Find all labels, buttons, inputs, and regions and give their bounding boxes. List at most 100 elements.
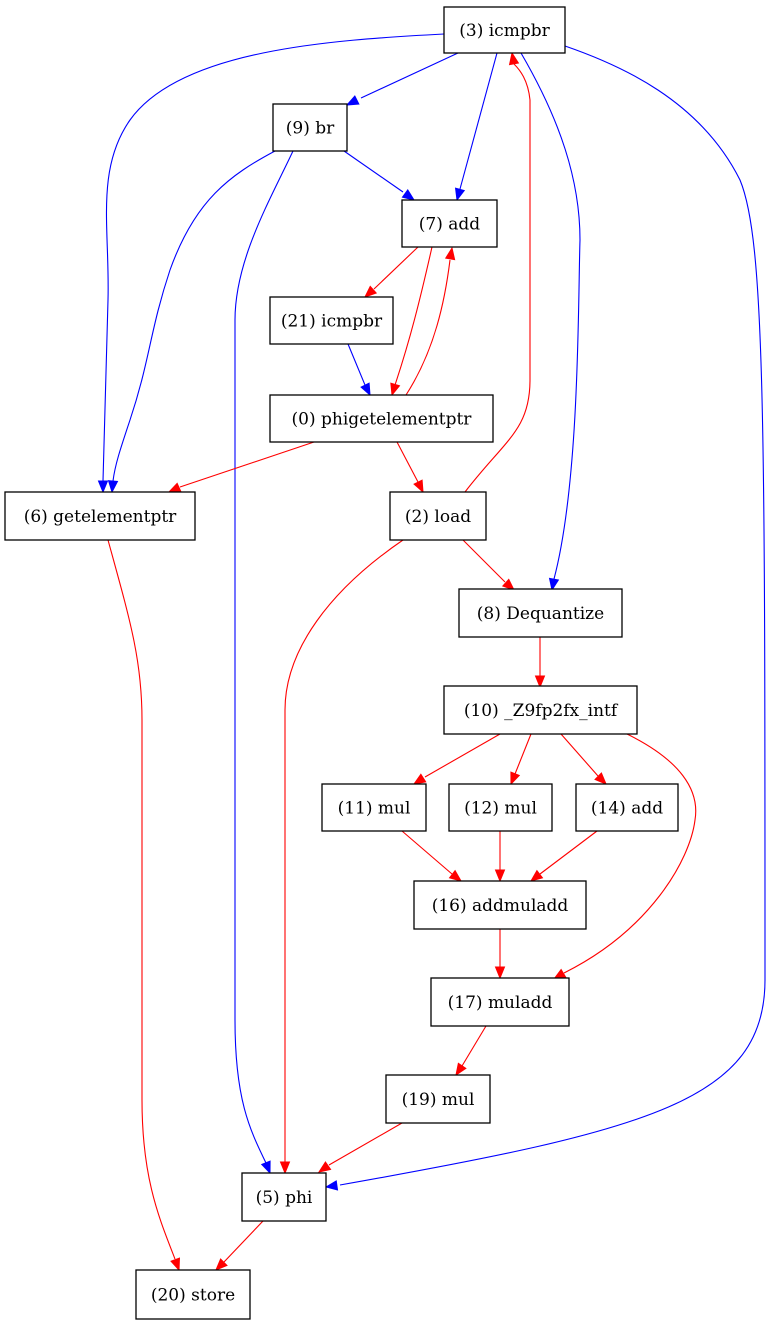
edge-n0-n7 <box>405 246 456 396</box>
edge-line <box>223 1220 264 1263</box>
node-label: (20) store <box>151 1286 235 1306</box>
node-box <box>401 199 498 248</box>
node-14: (14) add <box>575 783 679 832</box>
arrowhead-icon <box>215 1258 228 1271</box>
node-16: (16) addmuladd <box>413 880 587 930</box>
node-box <box>135 1269 251 1320</box>
node-box <box>269 296 394 345</box>
arrowhead-icon <box>364 285 378 298</box>
edge-line <box>112 150 276 482</box>
edge-line <box>234 150 294 1164</box>
edge-n2-n8 <box>462 539 515 591</box>
node-box <box>272 103 348 152</box>
arrowhead-icon <box>107 480 119 494</box>
edge-line <box>459 52 498 190</box>
node-box <box>385 1074 491 1124</box>
arrowhead-icon <box>360 382 371 397</box>
edge-line <box>462 539 506 583</box>
arrowhead-icon <box>548 577 560 592</box>
node-label: (17) muladd <box>448 993 553 1013</box>
edge-n9-n5 <box>234 150 294 1175</box>
arrowhead-icon <box>260 1160 271 1175</box>
node-label: (21) icmpbr <box>281 312 383 332</box>
arrowhead-icon <box>534 675 546 689</box>
edge-n9-n7 <box>343 150 416 201</box>
node-17: (17) muladd <box>430 977 570 1027</box>
edge-n3-n7 <box>454 52 498 202</box>
edge-n11-n16 <box>401 830 463 882</box>
node-box <box>430 977 570 1027</box>
edge-line <box>179 441 315 488</box>
edge-line <box>347 343 366 386</box>
edge-line <box>563 733 697 974</box>
arrowhead-icon <box>97 480 109 494</box>
node-box <box>448 783 553 832</box>
arrowhead-icon <box>529 869 544 882</box>
node-label: (16) addmuladd <box>432 896 569 916</box>
node-11: (11) mul <box>321 783 427 832</box>
edge-n5-n20 <box>215 1220 264 1271</box>
arrowhead-icon <box>494 966 506 980</box>
arrowhead-icon <box>401 188 416 201</box>
arrowhead-icon <box>390 382 401 397</box>
edges-layer <box>97 33 766 1272</box>
edge-n12-n16 <box>494 831 506 883</box>
edge-n17-n19 <box>455 1025 487 1077</box>
edge-n14-n16 <box>529 830 598 882</box>
edge-line <box>102 33 445 482</box>
node-box <box>241 1172 327 1222</box>
node-label: (8) Dequantize <box>477 604 604 624</box>
node-12: (12) mul <box>448 783 553 832</box>
node-0: (0) phigetelementptr <box>269 394 494 443</box>
node-label: (0) phigetelementptr <box>292 410 473 430</box>
arrowhead-icon <box>413 479 424 494</box>
arrowhead-icon <box>454 187 466 202</box>
edge-n0-n2 <box>396 441 424 494</box>
edge-n7-n0 <box>390 246 433 397</box>
node-2: (2) load <box>389 491 487 541</box>
arrowhead-icon <box>444 246 456 261</box>
edge-n19-n5 <box>317 1122 403 1173</box>
arrowhead-icon <box>594 772 607 785</box>
arrowhead-icon <box>170 1257 180 1272</box>
node-21: (21) icmpbr <box>269 296 394 345</box>
node-9: (9) br <box>272 103 348 152</box>
node-label: (11) mul <box>338 799 411 819</box>
node-label: (6) getelementptr <box>24 507 177 527</box>
edge-line <box>339 45 766 1186</box>
edge-n7-n21 <box>364 246 419 298</box>
node-box <box>321 783 427 832</box>
node-label: (14) add <box>591 799 663 819</box>
node-8: (8) Dequantize <box>458 588 623 638</box>
edge-line <box>405 259 451 396</box>
edge-n2-n3 <box>464 51 531 493</box>
edge-line <box>464 63 531 493</box>
edge-n10-n12 <box>510 733 532 786</box>
node-label: (10) _Z9fp2fx_intf <box>464 701 619 721</box>
node-label: (3) icmpbr <box>459 21 550 41</box>
edge-line <box>461 1025 487 1067</box>
arrowhead-icon <box>510 771 521 786</box>
node-7: (7) add <box>401 199 498 248</box>
arrowhead-icon <box>324 1180 339 1191</box>
edge-line <box>373 246 419 290</box>
arrowhead-icon <box>494 869 506 883</box>
node-label: (2) load <box>405 507 471 527</box>
node-label: (5) phi <box>256 1188 313 1208</box>
edge-line <box>539 830 598 875</box>
node-label: (12) mul <box>464 799 537 819</box>
edge-line <box>424 733 501 778</box>
edge-n10-n14 <box>560 733 607 785</box>
node-box <box>443 6 566 54</box>
edge-n3-n6 <box>97 33 445 494</box>
arrowhead-icon <box>455 1062 467 1077</box>
node-box <box>4 491 196 541</box>
edge-n16-n17 <box>494 929 506 980</box>
edge-line <box>401 830 453 875</box>
node-10: (10) _Z9fp2fx_intf <box>443 685 638 735</box>
node-box <box>413 880 587 930</box>
edge-n21-n0 <box>347 343 371 397</box>
node-label: (7) add <box>419 215 481 235</box>
edge-line <box>394 246 433 386</box>
